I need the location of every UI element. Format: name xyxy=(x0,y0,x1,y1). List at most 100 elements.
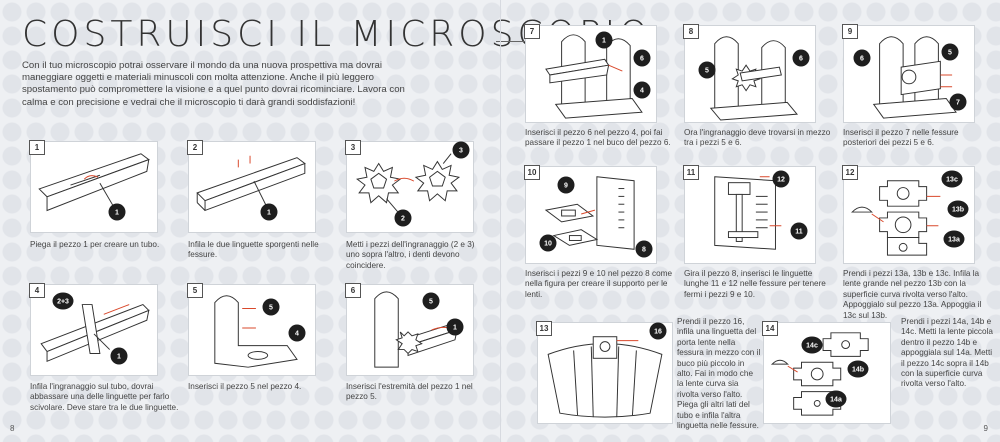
step-caption: Prendi i pezzi 13a, 13b e 13c. Infila la… xyxy=(843,269,982,320)
step-3-figure xyxy=(346,141,474,233)
svg-text:5: 5 xyxy=(705,68,709,75)
part-badge: 7 xyxy=(949,93,967,111)
step-caption: Ora l'ingranaggio deve trovarsi in mezzo… xyxy=(684,128,831,148)
step-number: 1 xyxy=(29,140,45,155)
part-badge: 4 xyxy=(288,324,306,342)
svg-text:1: 1 xyxy=(453,325,457,332)
svg-text:13c: 13c xyxy=(946,177,958,184)
step-caption: Gira il pezzo 8, inserisci le linguette … xyxy=(684,269,826,299)
step-4-figure xyxy=(30,284,158,376)
gears-illustration xyxy=(356,153,461,213)
step-number: 7 xyxy=(524,24,540,39)
part-badge: 3 xyxy=(452,141,470,159)
svg-text:16: 16 xyxy=(654,329,662,336)
svg-text:1: 1 xyxy=(267,210,271,217)
step-caption: Piega il pezzo 1 per creare un tubo. xyxy=(30,240,160,249)
part-badge: 13b xyxy=(947,200,969,218)
back-panel-illustration xyxy=(872,36,957,119)
stand-with-tube-illustration xyxy=(545,34,643,119)
page-number: 9 xyxy=(983,424,988,433)
part-badge: 12 xyxy=(772,170,790,188)
svg-text:4: 4 xyxy=(295,331,299,338)
part-badge: 11 xyxy=(790,222,808,240)
svg-text:8: 8 xyxy=(642,247,646,254)
part-badge: 1 xyxy=(260,203,278,221)
svg-text:5: 5 xyxy=(429,299,433,306)
tube-flat-illustration xyxy=(38,153,150,212)
step-2-figure xyxy=(188,141,316,233)
big-lens-parts-illustration xyxy=(851,180,941,256)
small-lens-parts-illustration xyxy=(770,332,869,416)
step-number: 6 xyxy=(345,283,361,298)
step-caption: Inserisci l'estremità del pezzo 1 nel pe… xyxy=(346,382,473,402)
tabs-insert-illustration xyxy=(714,176,782,250)
svg-text:1: 1 xyxy=(602,38,606,45)
part-badge: 5 xyxy=(422,292,440,310)
part-badge: 6 xyxy=(792,49,810,67)
svg-text:3: 3 xyxy=(459,148,463,155)
step-number: 4 xyxy=(29,283,45,298)
svg-text:9: 9 xyxy=(564,183,568,190)
svg-text:11: 11 xyxy=(795,229,803,236)
part-badge: 13a xyxy=(943,230,965,248)
tube-into-stand-illustration xyxy=(374,291,458,368)
part-badge: 1 xyxy=(595,31,613,49)
step-caption: Infila le due linguette sporgenti nelle … xyxy=(188,240,319,260)
part-badge: 6 xyxy=(853,49,871,67)
svg-text:5: 5 xyxy=(269,305,273,312)
part-badge: 9 xyxy=(557,176,575,194)
svg-text:13b: 13b xyxy=(952,207,964,214)
step-number: 13 xyxy=(536,321,552,336)
step-number: 11 xyxy=(683,165,699,180)
part-badge: 4 xyxy=(633,81,651,99)
step-8-figure xyxy=(684,25,816,123)
step-7-figure xyxy=(525,25,657,123)
svg-text:2: 2 xyxy=(401,216,405,223)
svg-text:5: 5 xyxy=(948,50,952,57)
part-badge: 5 xyxy=(262,298,280,316)
step-caption: Infila l'ingranaggio sul tubo, dovrai ab… xyxy=(30,382,179,412)
svg-text:2+3: 2+3 xyxy=(57,299,69,306)
stand-illustration xyxy=(214,295,298,368)
step-caption: Inserisci i pezzi 9 e 10 nel pezzo 8 com… xyxy=(525,269,672,299)
svg-text:12: 12 xyxy=(777,177,785,184)
svg-text:14c: 14c xyxy=(806,343,818,350)
part-badge: 13c xyxy=(941,170,963,188)
svg-text:13a: 13a xyxy=(948,237,960,244)
part-badge: 1 xyxy=(110,347,128,365)
step-number: 10 xyxy=(524,165,540,180)
step-caption: Metti i pezzi dell'ingranaggio (2 e 3) u… xyxy=(346,240,475,270)
part-badge: 2 xyxy=(394,209,412,227)
page-number: 8 xyxy=(10,424,15,433)
part-badge: 14c xyxy=(801,336,823,354)
step-number: 14 xyxy=(762,321,778,336)
tube-closed-illustration xyxy=(196,155,306,212)
svg-text:14a: 14a xyxy=(830,397,842,404)
step-number: 9 xyxy=(842,24,858,39)
step-caption: Inserisci il pezzo 6 nel pezzo 4, poi fa… xyxy=(525,128,671,148)
svg-text:1: 1 xyxy=(117,354,121,361)
svg-text:4: 4 xyxy=(640,88,644,95)
part-badge: 10 xyxy=(539,234,557,252)
part-badge: 14b xyxy=(847,360,869,378)
step-caption: Inserisci il pezzo 7 nelle fessure poste… xyxy=(843,128,959,148)
part-badge: 5 xyxy=(941,43,959,61)
part-badge: 1 xyxy=(108,203,126,221)
svg-text:10: 10 xyxy=(544,241,552,248)
part-badge: 14a xyxy=(825,390,847,408)
step-caption: Prendi il pezzo 16, infila una linguetta… xyxy=(677,317,761,431)
step-caption: Inserisci il pezzo 5 nel pezzo 4. xyxy=(188,382,302,391)
svg-text:6: 6 xyxy=(860,56,864,63)
part-badge: 2+3 xyxy=(52,292,74,310)
step-11-figure xyxy=(684,166,816,264)
svg-text:14b: 14b xyxy=(852,367,864,374)
part-badge: 5 xyxy=(698,61,716,79)
step-caption: Prendi i pezzi 14a, 14b e 14c. Metti la … xyxy=(901,317,993,389)
step-1-figure xyxy=(30,141,158,233)
step-number: 8 xyxy=(683,24,699,39)
right-page: 7 1 6 4 Inserisci il pezzo 6 nel pezzo 4… xyxy=(500,0,1000,442)
svg-text:6: 6 xyxy=(640,56,644,63)
lens-tube-illustration xyxy=(547,336,663,418)
part-badge: 8 xyxy=(635,240,653,258)
step-number: 3 xyxy=(345,140,361,155)
